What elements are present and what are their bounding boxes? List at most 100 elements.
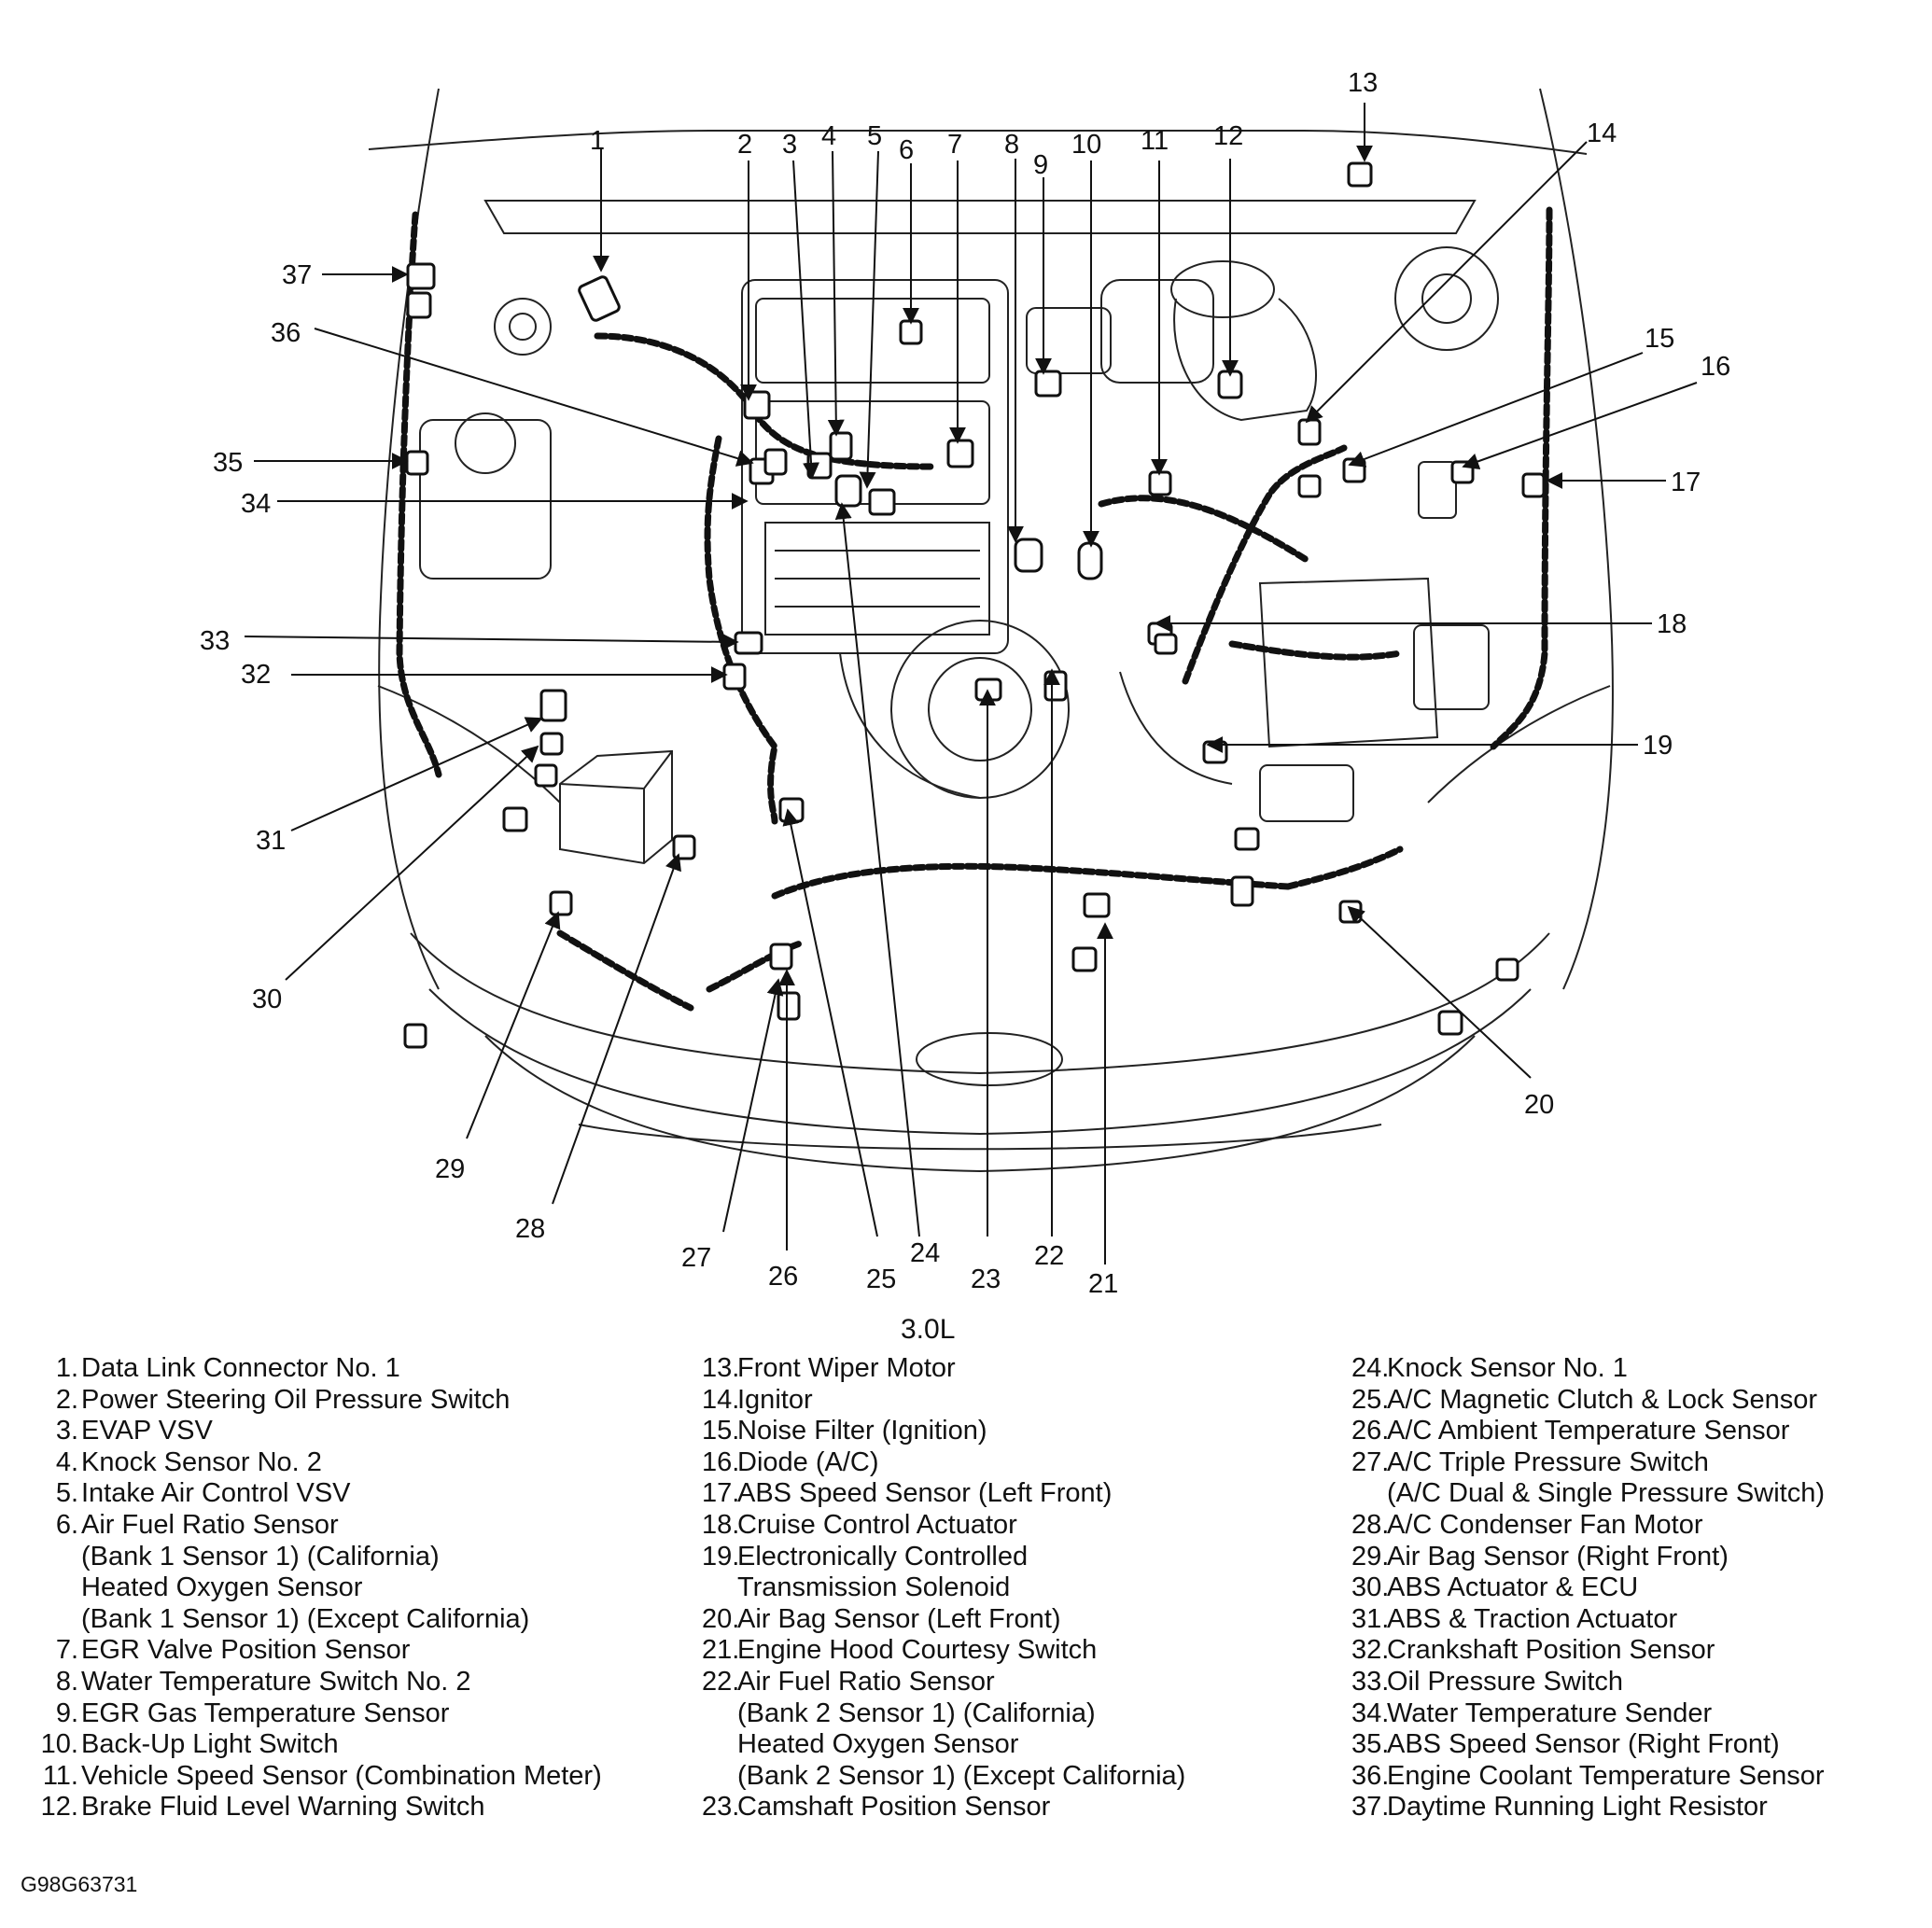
callout-2: 2 [737,130,752,160]
legend-item: 24.Knock Sensor No. 1 [1351,1353,1825,1385]
legend-item-number: 17. [702,1478,740,1509]
callout-9: 9 [1033,150,1048,180]
legend-item: 7.EGR Valve Position Sensor [30,1635,602,1667]
legend-item-text: (Bank 1 Sensor 1) (Except California) [81,1603,530,1634]
callout-34: 34 [241,489,271,519]
legend-item-text: (Bank 2 Sensor 1) (California) [737,1697,1096,1728]
figure-code: G98G63731 [21,1872,138,1896]
legend-item: 25.A/C Magnetic Clutch & Lock Sensor [1351,1385,1825,1417]
legend-item: 23.Camshaft Position Sensor [702,1792,1185,1823]
legend-item-text: Camshaft Position Sensor [737,1792,1051,1823]
legend-item-text: Air Fuel Ratio Sensor [737,1666,995,1697]
legend-item-text: EGR Gas Temperature Sensor [81,1697,450,1728]
legend-item-number: 21. [702,1635,740,1666]
legend-item: 32.Crankshaft Position Sensor [1351,1635,1825,1667]
legend-item-number: 34. [1351,1697,1390,1728]
callout-labels: 1 2 3 4 5 6 7 8 9 10 11 12 13 14 15 16 1… [200,68,1730,1299]
callout-16: 16 [1701,352,1730,382]
legend-item: 33.Oil Pressure Switch [1351,1667,1825,1698]
brake-master-cylinder [1170,246,1499,422]
callout-12: 12 [1213,121,1243,151]
legend-item-text: Cruise Control Actuator [737,1509,1017,1540]
legend-item-text: A/C Ambient Temperature Sensor [1387,1416,1790,1446]
callout-28: 28 [515,1214,545,1244]
legend-item-text: Noise Filter (Ignition) [737,1416,987,1446]
legend-item-number: 28. [1351,1509,1390,1540]
legend-item-text: Air Bag Sensor (Left Front) [737,1603,1061,1634]
legend-item-text: Data Link Connector No. 1 [81,1353,400,1383]
legend-item-number: 19. [702,1541,740,1572]
legend-item-number: 8. [55,1666,78,1697]
legend-item-number: 22. [702,1666,740,1697]
battery [1258,577,1439,822]
legend-item: 36.Engine Coolant Temperature Sensor [1351,1761,1825,1793]
legend-item: 31.ABS & Traction Actuator [1351,1604,1825,1636]
legend-item-text: Vehicle Speed Sensor (Combination Meter) [81,1760,602,1791]
legend-item: 6.Air Fuel Ratio Sensor(Bank 1 Sensor 1)… [30,1510,602,1635]
legend-item-number: 33. [1351,1666,1390,1697]
legend-item-number: 12. [40,1792,78,1823]
legend-item: 11.Vehicle Speed Sensor (Combination Met… [30,1761,602,1793]
legend-item-number: 11. [42,1760,78,1791]
legend-item-text: ABS Speed Sensor (Left Front) [737,1478,1113,1509]
legend-item-number: 16. [702,1446,740,1477]
legend-item-number: 3. [55,1416,78,1446]
legend-item: 22.Air Fuel Ratio Sensor(Bank 2 Sensor 1… [702,1667,1185,1792]
legend-item: 8.Water Temperature Switch No. 2 [30,1667,602,1698]
legend-item-number: 36. [1351,1760,1390,1791]
callout-5: 5 [867,121,882,151]
legend-item-text: Crankshaft Position Sensor [1387,1635,1715,1666]
callout-23: 23 [971,1264,1001,1294]
legend-item-text: Oil Pressure Switch [1387,1666,1624,1697]
legend-item: 26.A/C Ambient Temperature Sensor [1351,1416,1825,1447]
legend-item-text: A/C Triple Pressure Switch [1387,1446,1709,1477]
callout-4: 4 [821,121,836,151]
callout-27: 27 [681,1243,711,1273]
legend-item-text: (Bank 2 Sensor 1) (Except California) [737,1760,1186,1791]
legend-item-text: Transmission Solenoid [737,1572,1011,1603]
legend-item-number: 10. [40,1729,78,1760]
legend-item-text: Daytime Running Light Resistor [1387,1792,1768,1823]
legend-item: 17.ABS Speed Sensor (Left Front) [702,1478,1185,1510]
legend-item-text: Ignitor [737,1384,813,1415]
callout-1: 1 [590,126,605,156]
legend-item: 2.Power Steering Oil Pressure Switch [30,1385,602,1417]
callout-15: 15 [1645,324,1674,354]
legend-item: 14.Ignitor [702,1385,1185,1417]
engine-compartment-diagram: 1 2 3 4 5 6 7 8 9 10 11 12 13 14 15 16 1… [200,68,1730,1299]
legend-item-text: Power Steering Oil Pressure Switch [81,1384,511,1415]
legend-item: 37.Daytime Running Light Resistor [1351,1792,1825,1823]
legend-item-text: EVAP VSV [81,1416,213,1446]
callout-leader-lines [244,103,1698,1264]
callout-13: 13 [1348,68,1378,98]
legend-item-number: 29. [1351,1541,1390,1572]
legend-item: 4.Knock Sensor No. 2 [30,1447,602,1479]
legend-item-text: Electronically Controlled [737,1541,1029,1572]
legend-item-text: Knock Sensor No. 1 [1387,1353,1628,1383]
callout-19: 19 [1643,731,1673,761]
legend-item-text: Intake Air Control VSV [81,1478,351,1509]
legend-item-number: 5. [55,1478,78,1509]
legend-item-text: ABS Actuator & ECU [1387,1572,1639,1603]
legend-item-number: 25. [1351,1384,1390,1415]
legend-item-number: 37. [1351,1792,1390,1823]
callout-3: 3 [782,130,797,160]
legend-item-text: Diode (A/C) [737,1446,879,1477]
legend-item-number: 7. [55,1635,78,1666]
callout-36: 36 [271,318,301,348]
legend-item-number: 31. [1351,1603,1390,1634]
legend-item-number: 1. [55,1353,78,1383]
legend-item: 34.Water Temperature Sender [1351,1698,1825,1730]
legend-item: 12.Brake Fluid Level Warning Switch [30,1792,602,1823]
legend-item-number: 20. [702,1603,740,1634]
legend-item-text: (A/C Dual & Single Pressure Switch) [1387,1478,1825,1509]
callout-24: 24 [910,1238,940,1268]
connectors [403,161,1546,1049]
legend-item-text: Engine Coolant Temperature Sensor [1387,1760,1825,1791]
legend-item: 10.Back-Up Light Switch [30,1729,602,1761]
legend-item: 15.Noise Filter (Ignition) [702,1416,1185,1447]
callout-30: 30 [252,985,282,1014]
legend-item-text: ABS Speed Sensor (Right Front) [1387,1729,1780,1760]
